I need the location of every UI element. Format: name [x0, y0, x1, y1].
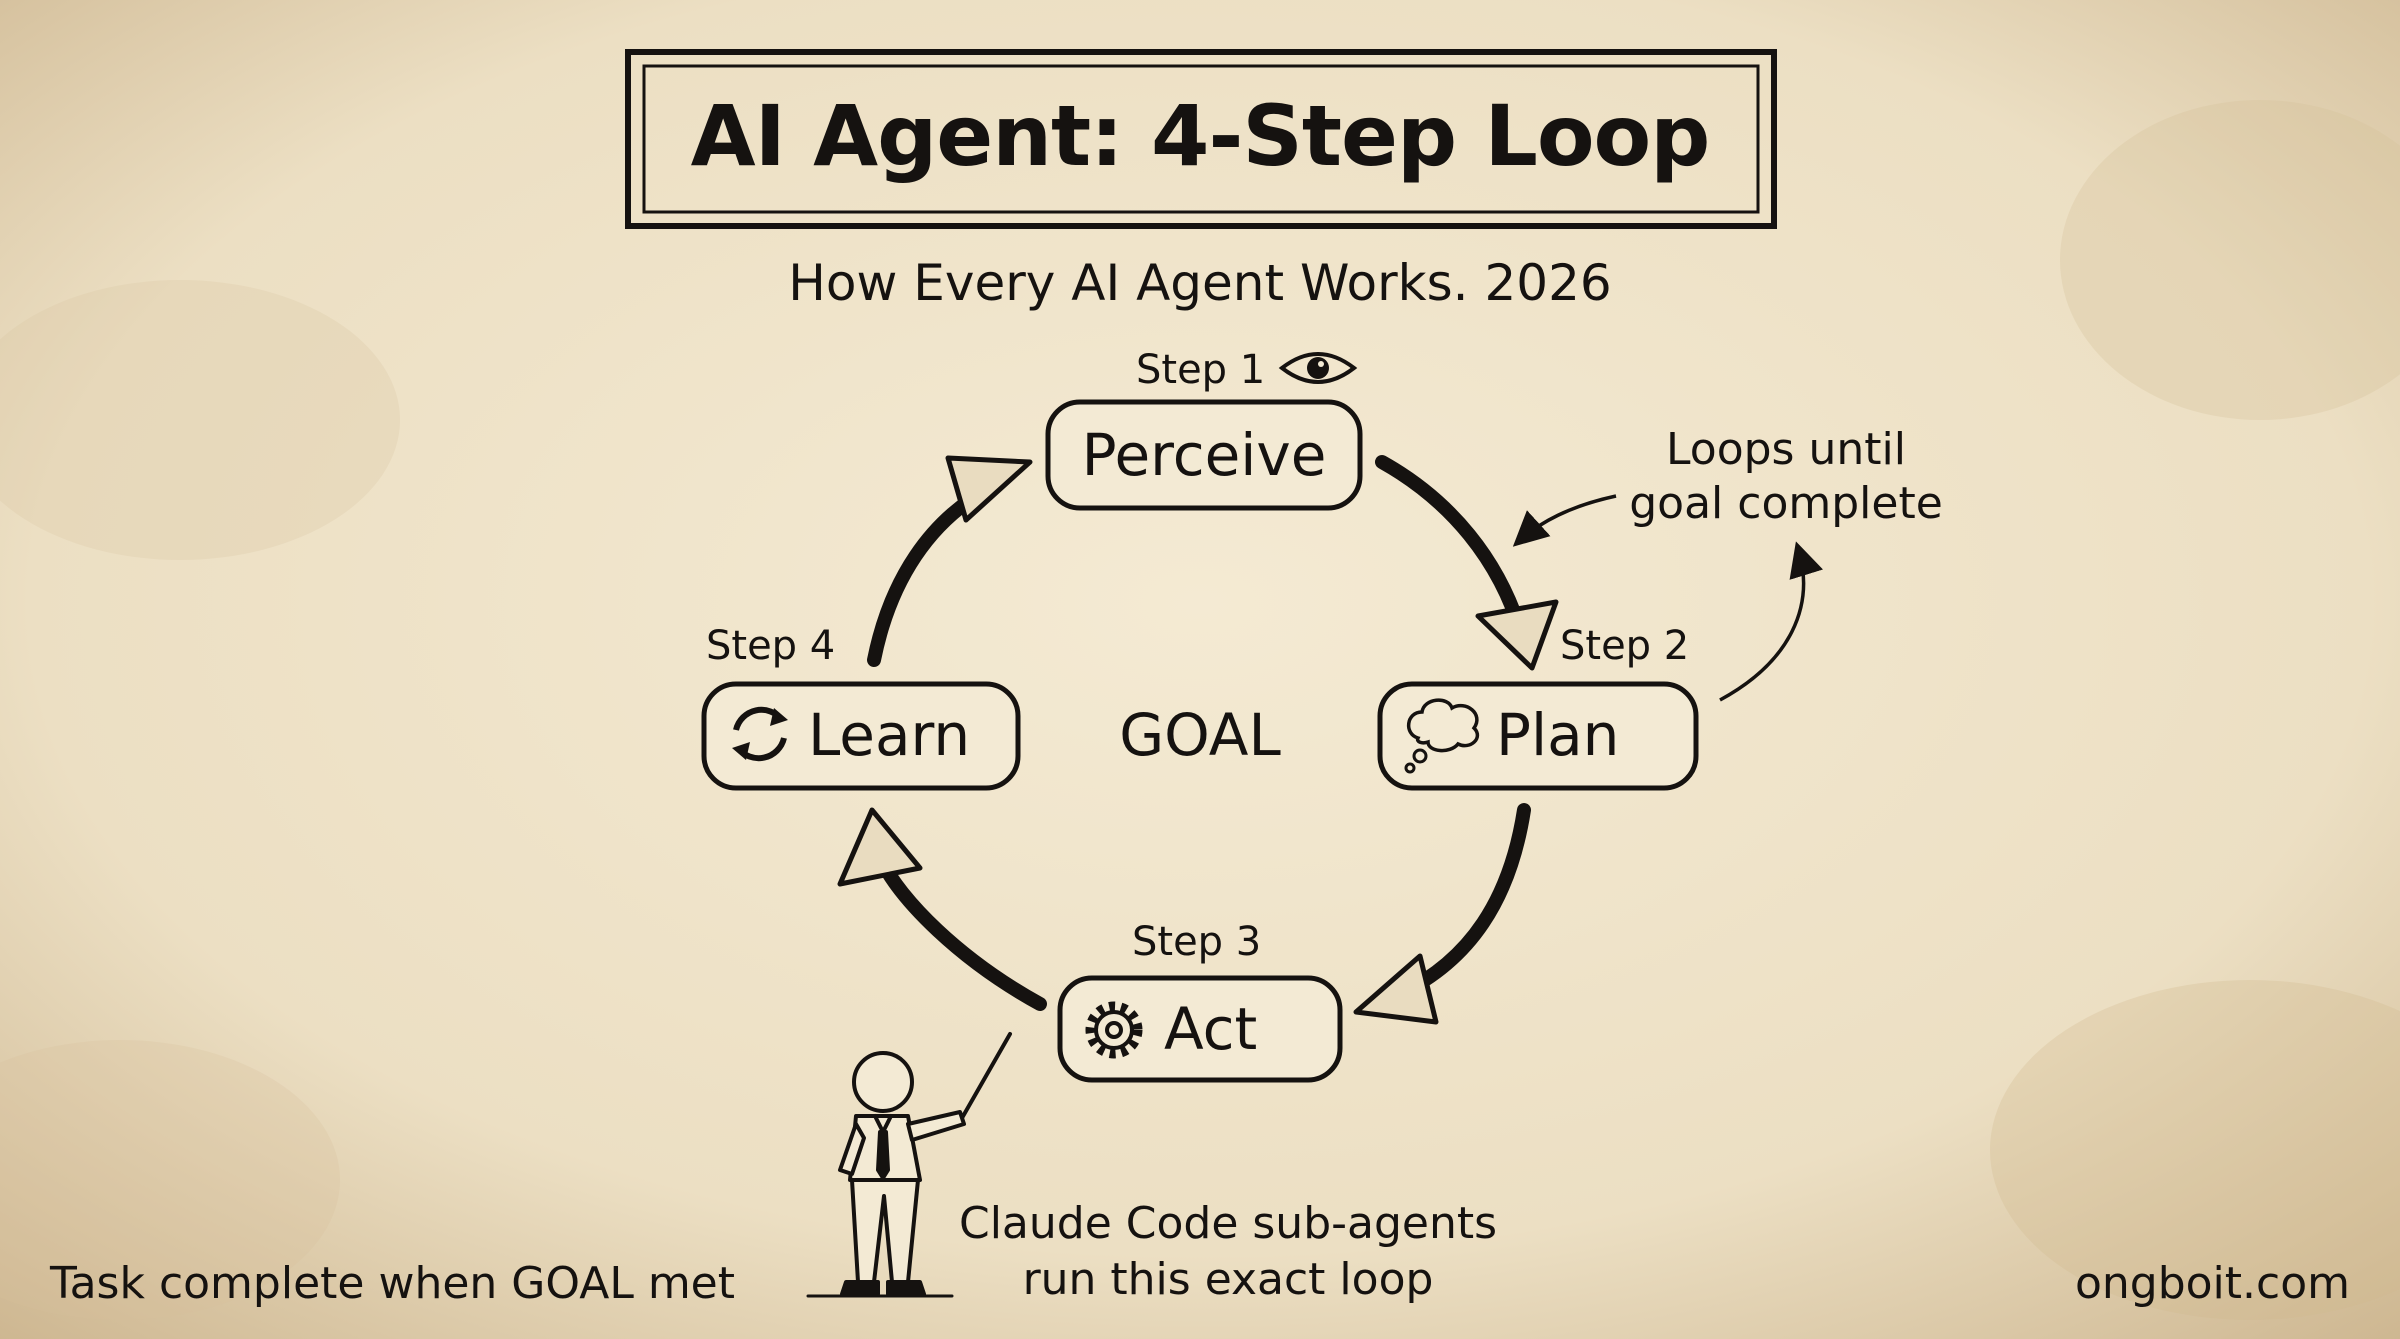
footer-left-note: Task complete when GOAL met [50, 1258, 736, 1309]
perceive-box[interactable] [1045, 399, 1363, 511]
refresh-icon [732, 706, 788, 762]
presenter-note-line-2: run this exact loop [1022, 1254, 1434, 1305]
title-frame [625, 49, 1777, 229]
step-4-label: Step 4 [706, 623, 836, 669]
learn-label[interactable]: Learn [808, 701, 971, 769]
step-3-label: Step 3 [1132, 919, 1262, 965]
loop-note-arrow-left [1512, 494, 1617, 547]
arrow-act-to-learn [837, 807, 1047, 1011]
loop-note-arrow-up [1719, 541, 1823, 702]
presenter-note-line-1: Claude Code sub-agents [958, 1198, 1498, 1249]
gear-icon [1085, 1001, 1143, 1059]
loop-note-line-1: Loops until [1666, 424, 1906, 475]
step-1-label: Step 1 [1136, 347, 1266, 393]
arrow-plan-to-act [1353, 803, 1531, 1025]
act-box[interactable] [1057, 975, 1343, 1083]
footer-site-link[interactable]: ongboit.com [2074, 1258, 2350, 1309]
goal-label: GOAL [1119, 701, 1281, 769]
presenter-figure [806, 1032, 1012, 1298]
step-2-label: Step 2 [1560, 623, 1690, 669]
page-subtitle: How Every AI Agent Works. 2026 [788, 254, 1612, 312]
page-title: AI Agent: 4-Step Loop [690, 87, 1711, 185]
perceive-label[interactable]: Perceive [1081, 421, 1327, 489]
learn-box[interactable] [701, 681, 1021, 791]
thought-bubble-icon [1404, 698, 1480, 774]
plan-label[interactable]: Plan [1496, 701, 1620, 769]
eye-icon [1278, 352, 1358, 384]
act-label[interactable]: Act [1164, 995, 1258, 1063]
loop-note-line-2: goal complete [1629, 478, 1943, 529]
arrow-learn-to-perceive [867, 455, 1033, 667]
arrow-perceive-to-plan [1375, 455, 1559, 671]
